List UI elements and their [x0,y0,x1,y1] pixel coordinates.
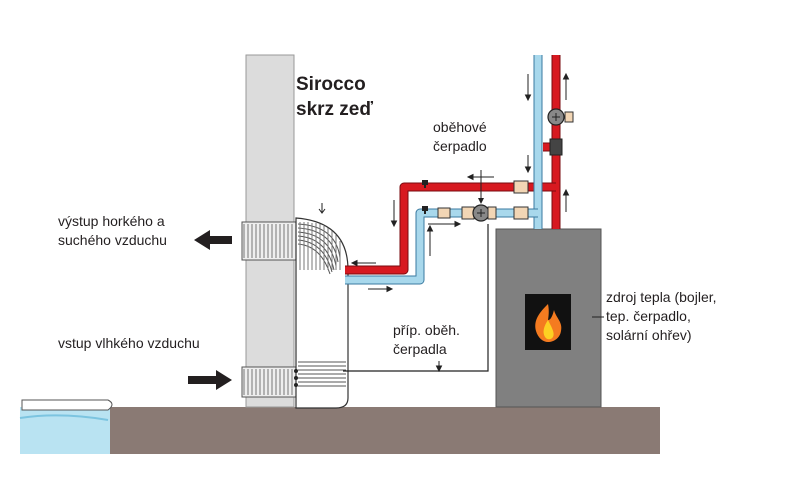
flow-arrows [350,72,570,373]
pump-label-line-1: oběhové [433,119,487,135]
outlet-label-line-2: suchého vzduchu [58,232,167,248]
pump-connection-line-1: příp. oběh. [393,322,460,338]
heat-source-line-1: zdroj tepla (bojler, [606,289,717,305]
outlet-label-line-1: výstup horkého a [58,213,165,229]
lower-wall-sleeve [241,366,299,398]
arrow-left-icon [194,230,232,250]
pool-cover [21,399,113,411]
unit-top-arrow [318,203,326,214]
ground-slab [108,407,660,454]
valve-icon [422,180,428,214]
water-pool [20,407,110,454]
hot-fitting [513,180,529,194]
inlet-label: vstup vlhkého vzduchu [58,335,200,351]
title-line-2: skrz zeď [296,99,374,120]
cold-fitting-left [437,207,451,219]
water-edge [19,414,109,421]
pump-icon [461,204,497,222]
pump-connection-line-2: čerpadla [393,341,447,357]
cold-fitting [513,206,529,220]
riser-pump [547,108,574,156]
pump-label-arrowhead [478,198,484,204]
heat-source-line-2: tep. čerpadlo, [606,308,691,324]
pump-label-line-2: čerpadlo [433,138,487,154]
sirocco-unit [294,217,349,409]
pump-control-wire [343,224,489,372]
title-line-1: Sirocco [296,74,366,95]
heat-source-line-3: solární ohřev) [606,327,692,343]
flame-icon [535,304,562,342]
arrow-right-icon [188,370,232,390]
upper-wall-sleeve [241,221,299,261]
